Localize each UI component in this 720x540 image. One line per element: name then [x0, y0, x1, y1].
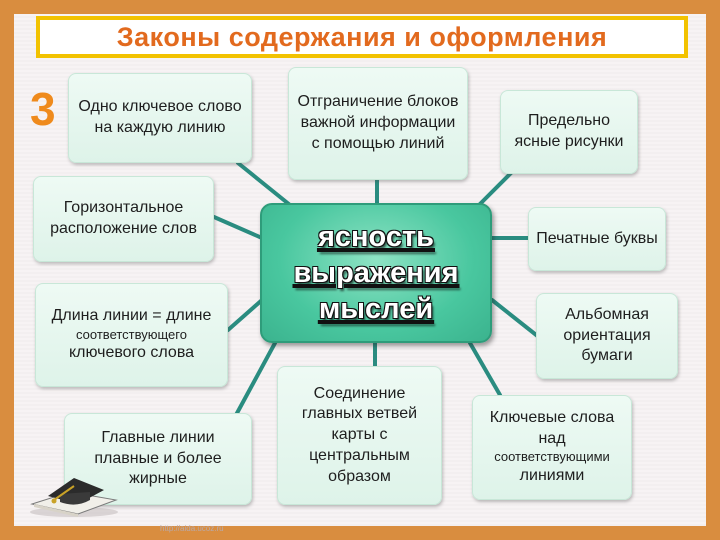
central-idea-text: ясность выражения мыслей	[293, 220, 459, 326]
node-text-connect-branches: Соединение главных ветвей карты с центра…	[301, 384, 418, 485]
central-idea: ясность выражения мыслей	[260, 203, 492, 343]
node-text-keywords-over-a: Ключевые слова над	[489, 408, 615, 447]
connector-horizontal-words	[212, 215, 264, 240]
node-text-main-lines: Главные линии плавные и более жирные	[94, 428, 222, 488]
node-bounded-blocks: Отграничение блоков важной информации с …	[288, 67, 468, 180]
node-one-keyword: Одно ключевое слово на каждую линию	[68, 73, 252, 163]
connector-clear-drawings	[476, 170, 514, 208]
graduation-cap-on-book-icon	[30, 478, 118, 517]
node-text-line-length-c: ключевого слова	[68, 344, 195, 362]
node-print-letters: Печатные буквы	[528, 207, 666, 271]
node-horizontal-words: Горизонтальное расположение слов	[33, 176, 214, 262]
node-text-keywords-over-b: соответствующими	[494, 449, 610, 465]
slide-number: 3	[30, 83, 56, 135]
connector-one-keyword	[236, 161, 292, 207]
node-text-bounded-blocks: Отграничение блоков важной информации с …	[297, 93, 459, 152]
connector-main-lines	[234, 341, 277, 417]
node-connect-branches: Соединение главных ветвей карты с центра…	[277, 366, 442, 505]
slide-title: Законы содержания и оформления	[116, 21, 608, 52]
node-clear-drawings: Предельно ясные рисунки	[500, 90, 638, 174]
node-text-print-letters: Печатные буквы	[536, 229, 658, 247]
node-text-horizontal-words: Горизонтальное расположение слов	[50, 199, 197, 237]
node-text-landscape: Альбомная ориентация бумаги	[563, 305, 651, 365]
connector-keywords-over	[468, 341, 502, 397]
node-text-one-keyword: Одно ключевое слово на каждую линию	[78, 98, 242, 136]
node-keywords-over: Ключевые слова над соответствующими лини…	[472, 395, 632, 500]
node-text-keywords-over-c: линиями	[519, 467, 585, 485]
node-text-line-length-b: соответствующего	[76, 326, 187, 342]
node-text-clear-drawings: Предельно ясные рисунки	[514, 112, 624, 150]
watermark: http://aida.ucoz.ru	[160, 524, 224, 533]
connector-landscape	[490, 298, 542, 340]
connector-line-length	[226, 298, 264, 332]
node-line-length: Длина линии = длине соответствующего клю…	[35, 283, 228, 387]
node-text-line-length-a: Длина линии = длине	[51, 306, 212, 324]
node-landscape: Альбомная ориентация бумаги	[536, 293, 678, 379]
title-box: Законы содержания и оформления	[36, 16, 688, 58]
